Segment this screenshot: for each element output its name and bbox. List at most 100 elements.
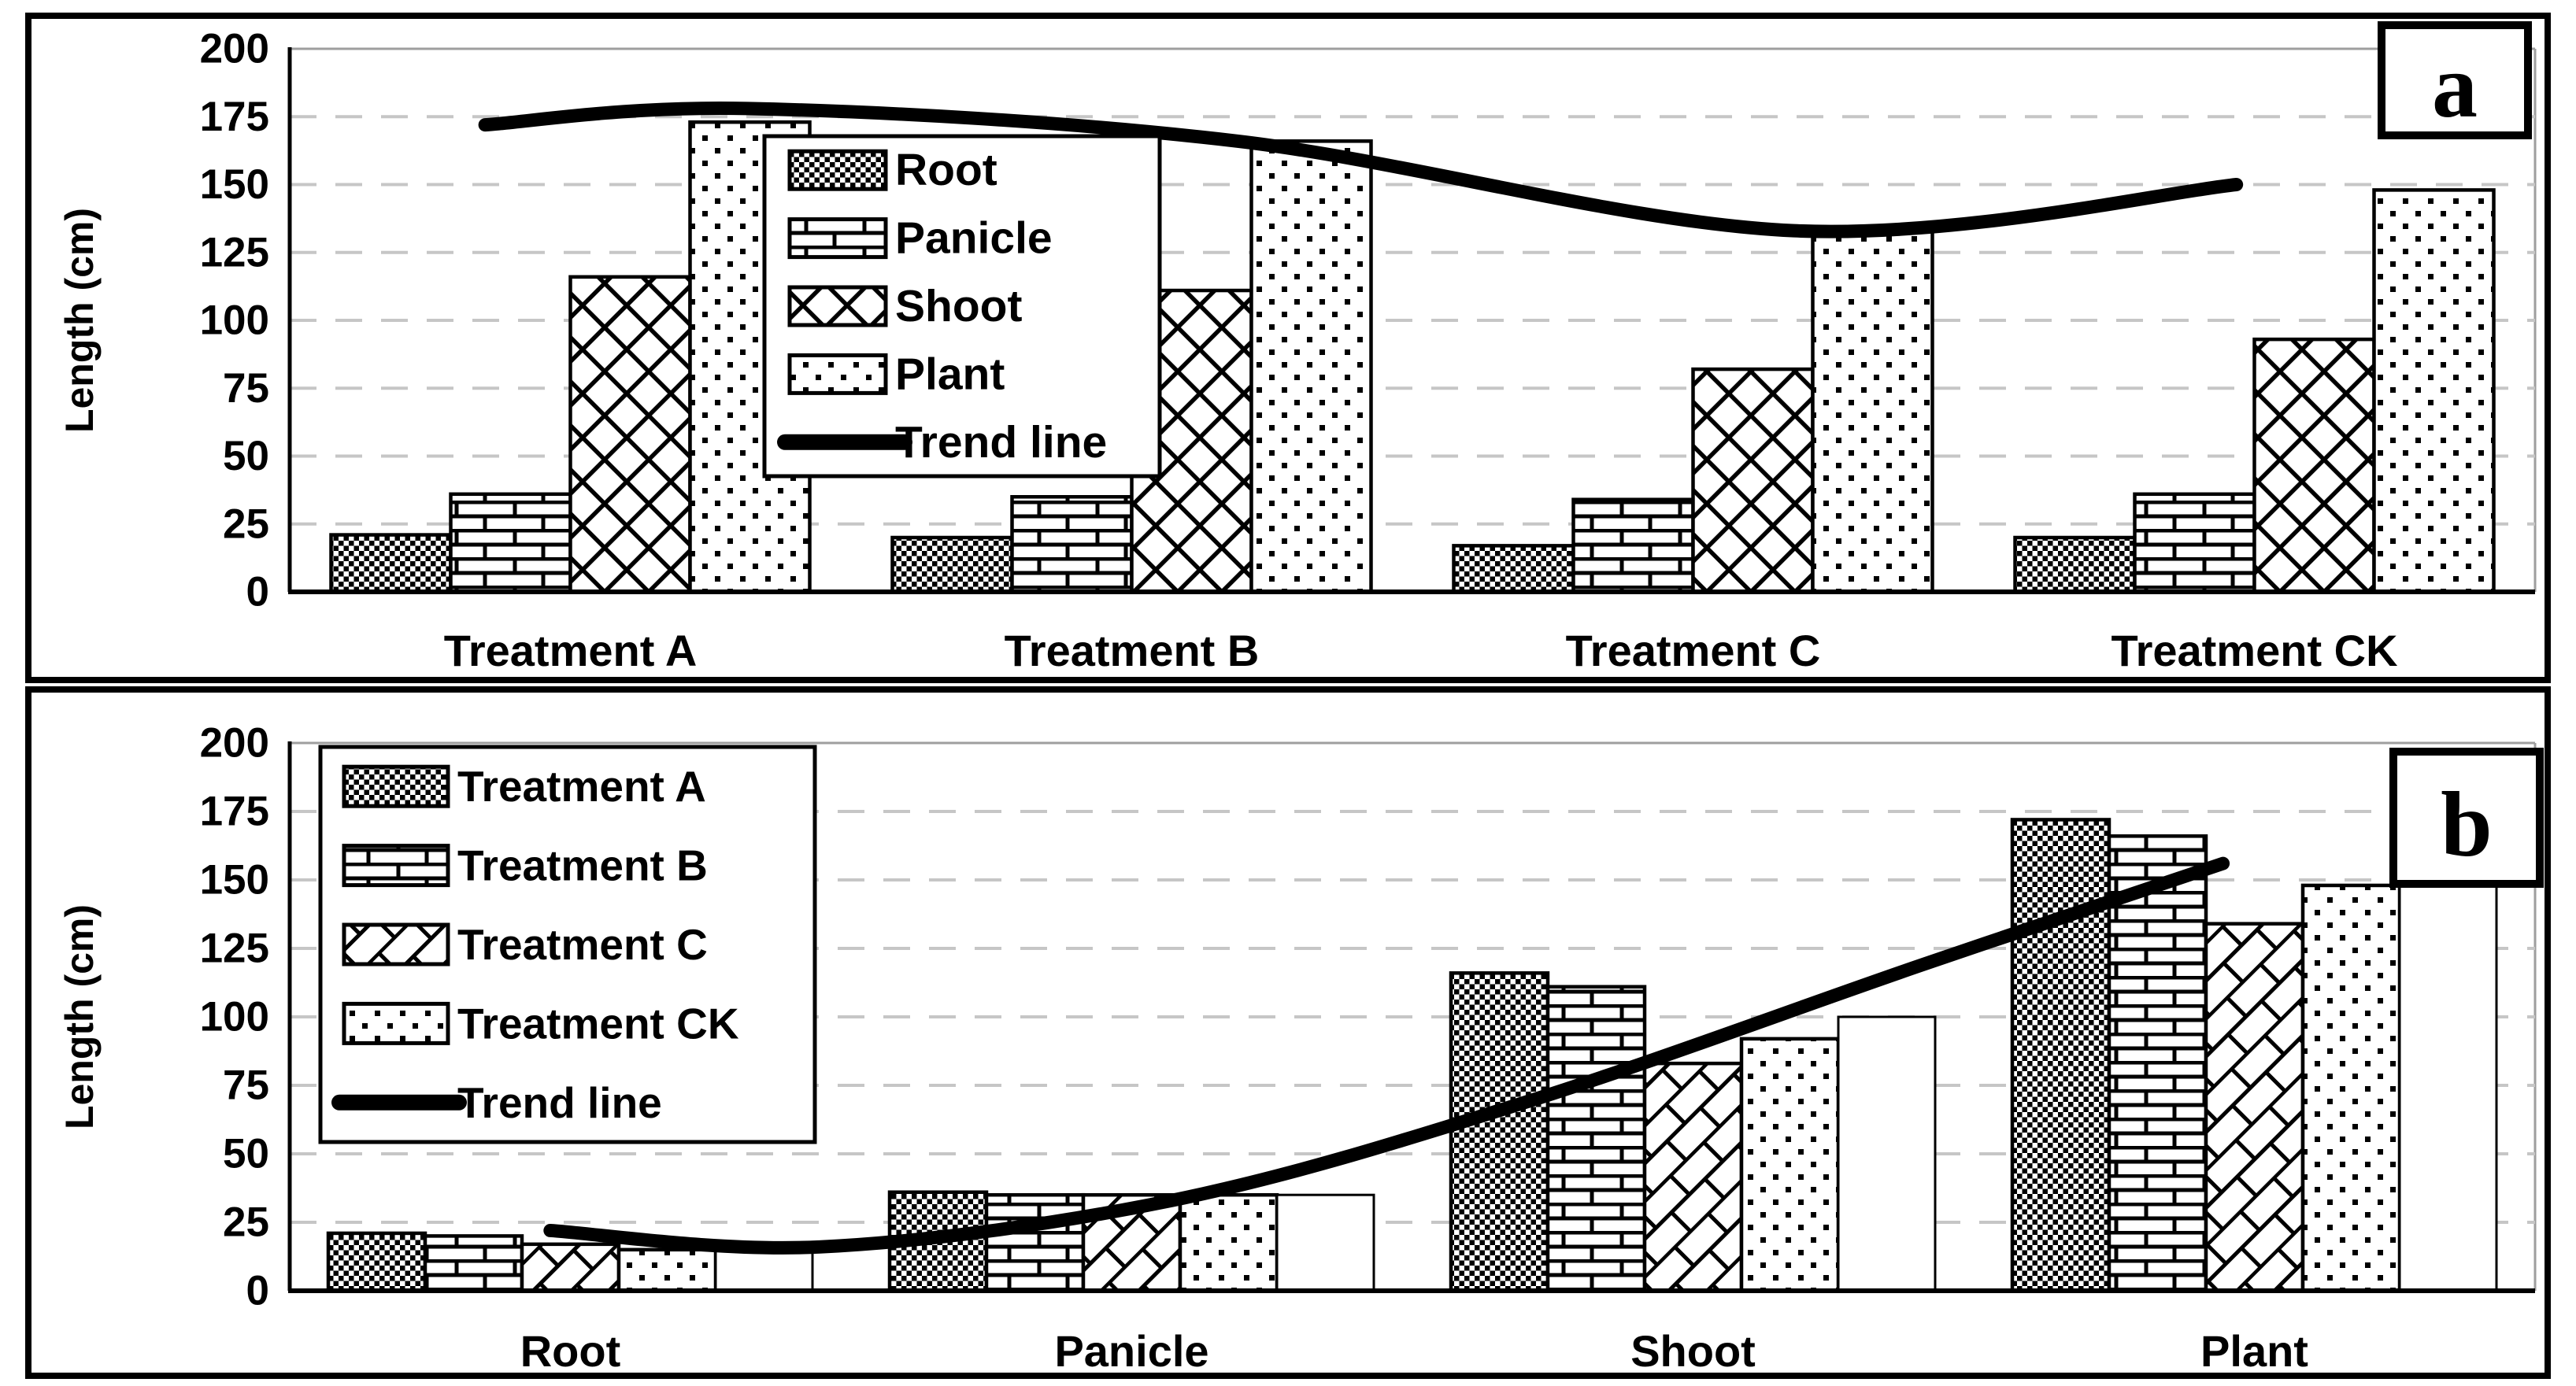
- bar-mean-Shoot: [1837, 1015, 1937, 1292]
- bar-Treatment B-Shoot: [1545, 985, 1647, 1293]
- bar-Treatment A-Plant: [2010, 818, 2112, 1293]
- legend-item-treatment-b: Treatment B: [342, 841, 708, 890]
- y-tick-label-150: 150: [200, 161, 269, 208]
- legend-item-treatment-c: Treatment C: [342, 920, 708, 969]
- y-tick-label-125: 125: [200, 926, 269, 972]
- bar-mean-Panicle: [1275, 1193, 1375, 1292]
- y-tick-label-200: 200: [200, 26, 269, 72]
- legend-label: Treatment CK: [457, 999, 739, 1048]
- bar-Shoot-Treatment C: [1691, 367, 1815, 594]
- x-category-label-Panicle: Panicle: [1054, 1326, 1208, 1373]
- legend: Treatment A Treatment B Treatment C Treatme…: [318, 745, 817, 1144]
- bar-Treatment B-Plant: [2107, 834, 2208, 1293]
- y-tick-label-175: 175: [200, 94, 269, 140]
- y-tick-labels: 0 25 50 75 100 125 150 175 200: [200, 720, 269, 1314]
- legend-item-treatment-ck: Treatment CK: [342, 999, 739, 1048]
- bar-Plant-Treatment C: [1811, 226, 1934, 594]
- bar-Treatment A-Shoot: [1449, 971, 1550, 1293]
- legend-item-shoot: Shoot: [787, 281, 1022, 331]
- legend-item-trend-line: Trend line: [331, 1078, 662, 1127]
- panel-letter: b: [2441, 773, 2493, 876]
- y-axis-title: Length (cm): [57, 208, 102, 433]
- bar-Treatment C-Shoot: [1642, 1061, 1744, 1293]
- x-category-label-Treatment CK: Treatment CK: [2111, 626, 2397, 675]
- bar-Treatment CK-Root: [616, 1247, 718, 1293]
- legend-label: Treatment B: [457, 841, 708, 890]
- legend-label: Trend line: [457, 1078, 662, 1127]
- legend-item-root: Root: [787, 145, 997, 195]
- bar-mean-Plant: [2398, 865, 2498, 1292]
- legend-swatch-dots: [787, 353, 888, 395]
- y-tick-label-0: 0: [246, 569, 269, 615]
- x-category-label-Treatment C: Treatment C: [1566, 626, 1821, 675]
- legend-label: Panicle: [895, 213, 1053, 264]
- legend-swatch-checker: [342, 764, 450, 808]
- y-tick-label-75: 75: [223, 365, 269, 412]
- panel-letter: a: [2432, 36, 2478, 137]
- y-tick-label-200: 200: [200, 720, 269, 767]
- y-tick-label-25: 25: [223, 1199, 269, 1246]
- bar-mean-Root: [714, 1248, 814, 1292]
- y-tick-label-25: 25: [223, 501, 269, 547]
- y-tick-label-100: 100: [200, 994, 269, 1040]
- y-tick-labels: 0 25 50 75 100 125 150 175 200: [200, 26, 269, 615]
- x-category-label-Shoot: Shoot: [1630, 1326, 1756, 1373]
- bar-Treatment CK-Plant: [2300, 883, 2402, 1293]
- bar-Shoot-Treatment A: [568, 275, 692, 594]
- y-tick-label-175: 175: [200, 789, 269, 835]
- y-tick-label-50: 50: [223, 1131, 269, 1177]
- trend-line: [543, 856, 2230, 1255]
- legend-swatch-dots: [342, 1001, 450, 1045]
- panel-letter-box: [2378, 21, 2532, 139]
- y-axis-title: Length (cm): [57, 904, 102, 1129]
- legend-item-panicle: Panicle: [787, 213, 1053, 264]
- y-tick-label-100: 100: [200, 298, 269, 344]
- bar-Treatment CK-Panicle: [1178, 1192, 1279, 1293]
- y-tick-label-150: 150: [200, 857, 269, 904]
- legend-label: Root: [895, 145, 997, 195]
- x-category-label-Root: Root: [520, 1326, 621, 1373]
- bar-Root-Treatment A: [329, 533, 453, 594]
- trend-line: [478, 102, 2244, 238]
- bar-Panicle-Treatment B: [1010, 495, 1134, 594]
- legend-swatch-diamond: [787, 285, 888, 327]
- bar-Treatment A-Root: [326, 1231, 427, 1293]
- panel-letter-box: [2389, 748, 2544, 888]
- bar-Treatment B-Panicle: [984, 1192, 1086, 1293]
- legend-label: Trend line: [895, 417, 1107, 468]
- y-tick-label-50: 50: [223, 433, 269, 479]
- bar-Treatment CK-Shoot: [1739, 1037, 1841, 1293]
- bars: [326, 818, 2498, 1293]
- bar-Root-Treatment B: [890, 535, 1014, 594]
- bar-Root-Treatment C: [1452, 544, 1575, 594]
- bar-Treatment B-Root: [423, 1234, 524, 1293]
- bar-Root-Treatment CK: [2013, 535, 2137, 594]
- bar-Plant-Treatment CK: [2372, 188, 2496, 594]
- y-tick-label-0: 0: [246, 1268, 269, 1314]
- bar-Treatment C-Root: [520, 1242, 621, 1293]
- bar-Panicle-Treatment C: [1571, 497, 1695, 594]
- bar-Plant-Treatment B: [1249, 139, 1373, 594]
- legend-item-plant: Plant: [787, 349, 1005, 399]
- y-tick-label-75: 75: [223, 1063, 269, 1109]
- bar-Treatment C-Plant: [2204, 922, 2305, 1293]
- legend-label: Shoot: [895, 281, 1022, 331]
- bar-Panicle-Treatment A: [449, 492, 572, 594]
- y-tick-label-125: 125: [200, 229, 269, 275]
- legend-label: Treatment A: [457, 762, 706, 811]
- bar-Panicle-Treatment CK: [2133, 492, 2256, 594]
- legend-swatch-diagbrick: [342, 922, 450, 967]
- legend-item-treatment-a: Treatment A: [342, 762, 706, 811]
- bar-Shoot-Treatment CK: [2252, 337, 2376, 594]
- legend-label: Treatment C: [457, 920, 708, 969]
- legend-item-trend-line: Trend line: [777, 417, 1107, 468]
- x-category-label-Treatment A: Treatment A: [444, 626, 698, 675]
- legend-swatch-brick: [342, 844, 450, 888]
- legend-label: Plant: [895, 349, 1005, 399]
